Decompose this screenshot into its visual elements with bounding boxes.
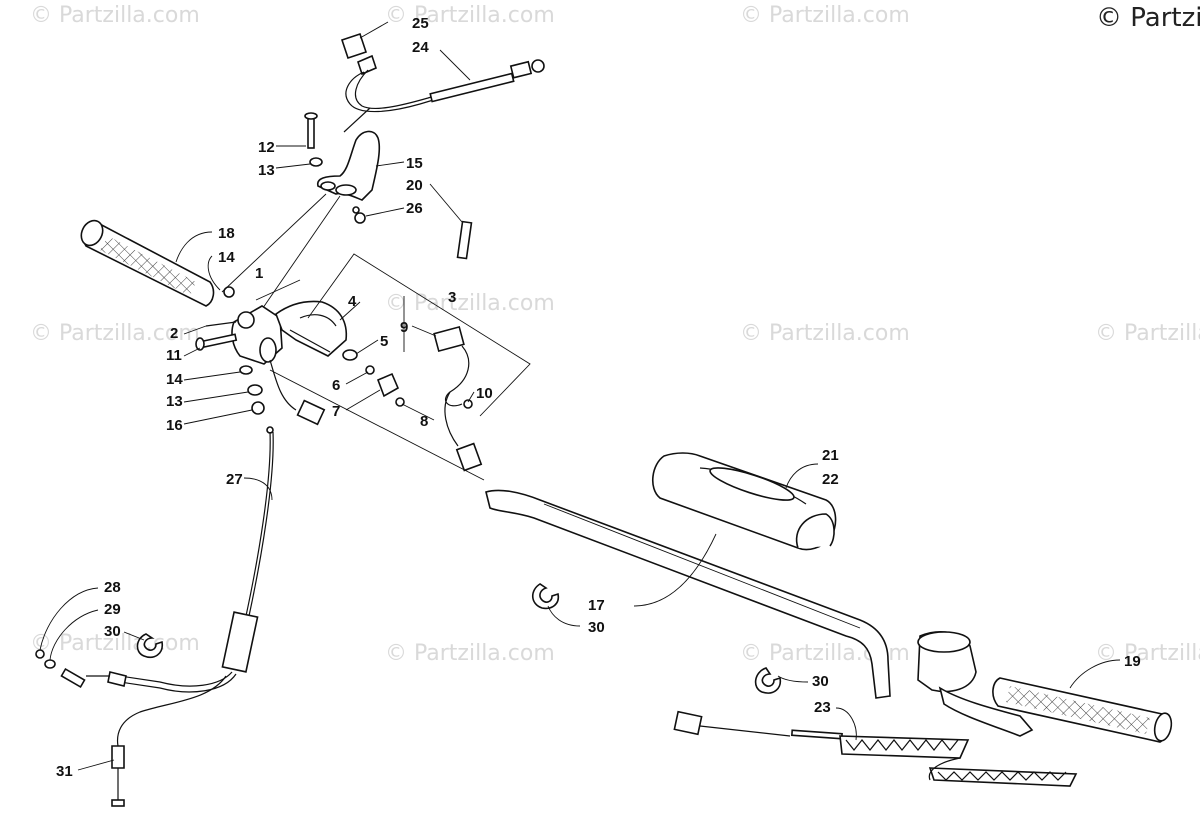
part-20-pin	[456, 220, 473, 260]
part-25-decal	[340, 32, 368, 60]
part-7-clip	[376, 372, 400, 398]
part-16-nut	[251, 401, 265, 415]
part-3-switch-assembly	[433, 325, 483, 472]
part-17-handlebar	[485, 489, 891, 699]
part-22-bar-pad	[652, 452, 837, 551]
callout-15: 15	[406, 155, 423, 172]
watermark: © Partzilla.com	[30, 3, 200, 28]
callout-5: 5	[380, 333, 388, 350]
callout-8: 8	[420, 413, 428, 430]
copyright-text: © Partzilla	[1096, 3, 1200, 33]
part-4-throttle-lever	[275, 300, 348, 357]
callout-21: 23	[814, 699, 831, 716]
part-14-washer-top	[223, 286, 235, 298]
callout-29: 29	[104, 601, 121, 618]
callout-9: 9	[400, 319, 408, 336]
callout-28: 28	[104, 579, 121, 596]
part-10-screw	[463, 399, 473, 409]
callout-6: 6	[332, 377, 340, 394]
callout-14: 14	[218, 249, 235, 266]
part-29-nut	[44, 659, 56, 669]
callout-13: 13	[166, 393, 183, 410]
callout-4: 4	[348, 293, 357, 310]
callout-24: 24	[412, 39, 429, 56]
part-1-throttle-housing	[231, 305, 326, 426]
callout-23: 22	[822, 471, 839, 488]
callout-7: 7	[332, 403, 340, 420]
callout-labels: 25 24 12 13 15 20 26 18 14 1 3 4 2 9 5 1…	[56, 15, 1141, 780]
callout-31: 31	[56, 763, 73, 780]
watermark: © Partzilla.com	[740, 321, 910, 346]
callout-1: 1	[255, 265, 263, 282]
part-21-heater-element	[673, 710, 1078, 787]
part-28-screw	[35, 649, 45, 659]
watermark: © Partzilla.com	[30, 631, 200, 656]
callout-19: 19	[1124, 653, 1141, 670]
callout-30: 30	[812, 673, 829, 690]
part-13-washer-top	[309, 157, 323, 167]
watermark: © Partzilla.com	[1095, 641, 1200, 666]
callout-26: 26	[406, 200, 423, 217]
callout-30: 30	[588, 619, 605, 636]
watermark: © Partzilla.com	[1095, 321, 1200, 346]
part-12-bolt	[304, 112, 318, 149]
callout-14: 14	[166, 371, 183, 388]
callout-10: 10	[476, 385, 493, 402]
callout-25: 25	[412, 15, 429, 32]
callout-3: 3	[448, 289, 456, 306]
part-24-harness	[343, 54, 545, 133]
callout-20: 20	[406, 177, 423, 194]
part-13-washer-bottom	[247, 384, 263, 396]
watermark: © Partzilla.com	[385, 291, 555, 316]
part-30-clamp	[531, 583, 560, 610]
part-19-right-grip	[917, 631, 1173, 743]
callout-18: 18	[218, 225, 235, 242]
callout-30: 30	[104, 623, 121, 640]
part-15-bracket	[316, 130, 381, 201]
watermark: © Partzilla.com	[385, 3, 555, 28]
part-30-clamp	[754, 667, 782, 694]
watermark: © Partzilla.com	[385, 641, 555, 666]
callout-16: 16	[166, 417, 183, 434]
callout-13: 13	[258, 162, 275, 179]
watermark: © Partzilla.com	[740, 3, 910, 28]
callout-2: 2	[170, 325, 178, 342]
part-5-bushing	[342, 349, 358, 361]
callout-leaders	[39, 21, 1121, 771]
callout-12: 12	[258, 139, 275, 156]
part-27-throttle-cable	[60, 426, 274, 807]
callout-11: 11	[166, 347, 182, 364]
callout-22: 21	[822, 447, 839, 464]
watermark-group: © Partzilla.com © Partzilla.com © Partzi…	[30, 3, 1200, 666]
part-2-screw	[205, 321, 237, 327]
part-18-left-grip	[80, 219, 215, 307]
part-14-washer-bottom	[239, 365, 253, 375]
callout-27: 27	[226, 471, 243, 488]
callout-17: 17	[588, 597, 605, 614]
part-26-nut	[352, 206, 366, 224]
watermark: © Partzilla.com	[30, 321, 200, 346]
part-11-bolt	[195, 333, 238, 351]
